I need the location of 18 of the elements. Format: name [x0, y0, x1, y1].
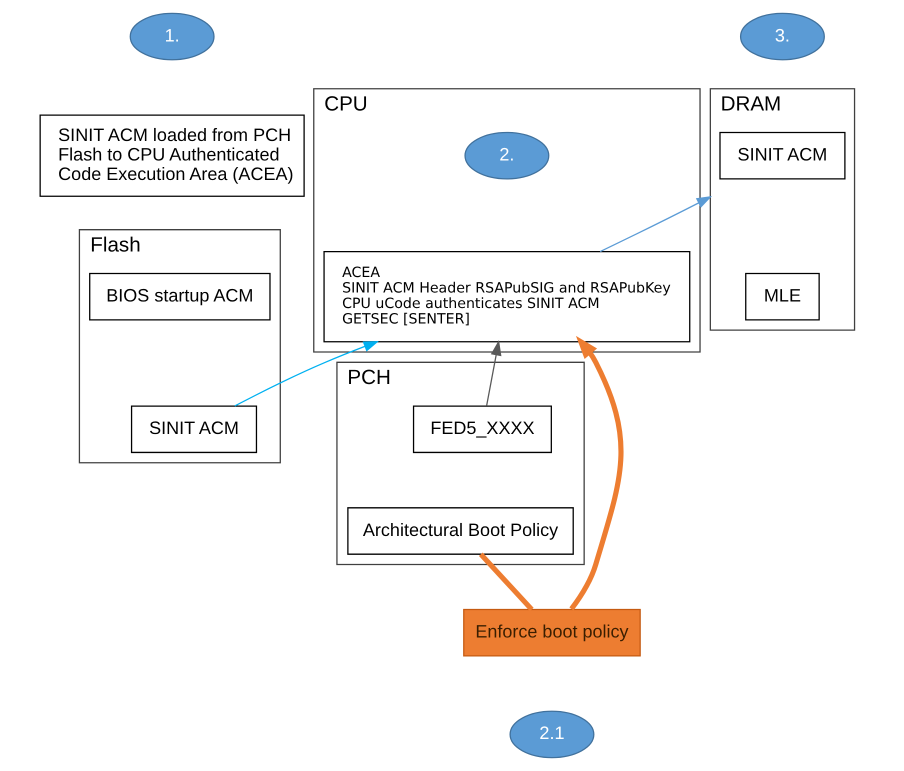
node-box: ACEA SINIT ACM Header RSAPubSIG and RSAPubKey CPU uCode authenticates SINIT ACM GETSEC [SENTER]: [322, 250, 690, 342]
node-box: Architectural Boot Policy: [346, 507, 574, 555]
node-box: FED5_XXXX: [412, 405, 552, 454]
node-box: Enforce boot policy: [462, 608, 640, 657]
node-box: SINIT ACM loaded from PCH Flash to CPU Authenticated Code Execution Area (ACEA): [39, 114, 304, 197]
node-ellipse: 2.1: [508, 710, 594, 758]
arrow: [599, 196, 712, 252]
node-box: BIOS startup ACM: [88, 272, 270, 320]
connector: [478, 552, 534, 612]
node-box: SINIT ACM: [130, 405, 257, 454]
node-box: MLE: [744, 272, 820, 320]
node-box: SINIT ACM: [718, 132, 846, 180]
arrow: [485, 340, 501, 406]
node-ellipse: 3.: [739, 12, 824, 60]
arrow: [568, 336, 623, 610]
node-ellipse: 2.: [464, 132, 549, 180]
node-ellipse: 1.: [129, 12, 214, 60]
arrow: [234, 341, 379, 407]
